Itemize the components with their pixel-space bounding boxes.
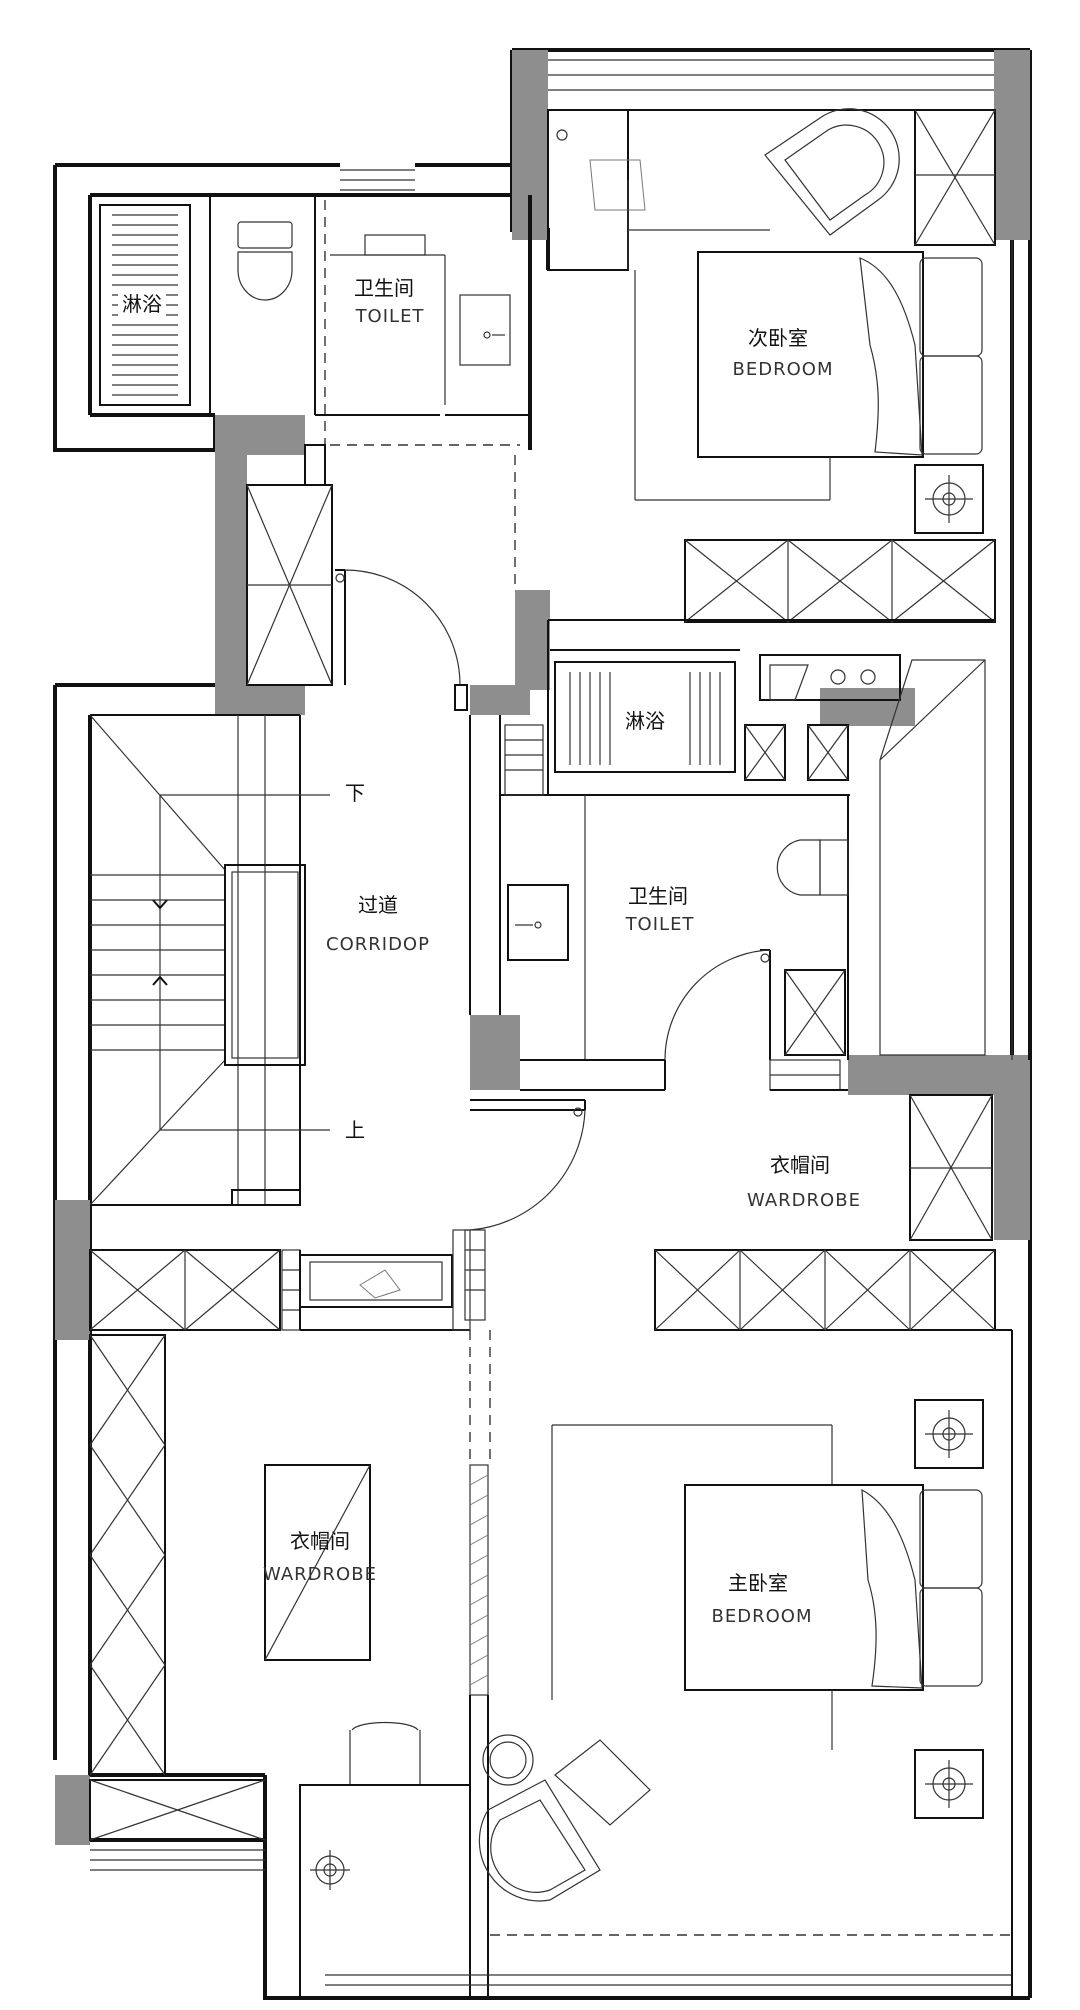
toilet-top-label-en: TOILET: [355, 306, 425, 327]
corridor-door: [464, 1099, 586, 1321]
wardrobe-left: 衣帽间 WARDROBE: [89, 1229, 491, 1999]
wardrobe-left-label-zh: 衣帽间: [290, 1529, 350, 1553]
wardrobe-left-label-en: WARDROBE: [263, 1564, 377, 1585]
second-bedroom-label-zh: 次卧室: [748, 326, 808, 350]
wardrobe-right: 衣帽间 WARDROBE: [654, 1094, 996, 1331]
mid-shower-lines: [569, 672, 721, 765]
second-bedroom-label-en: BEDROOM: [733, 359, 834, 380]
corridor-upper: [246, 484, 468, 711]
outer-walls: [53, 48, 1032, 2000]
top-toilet: 淋浴 卫生间 TOILET: [99, 169, 532, 486]
stair-up-label: 上: [345, 1118, 365, 1142]
second-bedroom: 次卧室 BEDROOM: [514, 59, 1013, 1060]
master-bedroom-label-zh: 主卧室: [728, 1571, 788, 1595]
master-bedroom: 主卧室 BEDROOM: [325, 1329, 1013, 1998]
toilet-bowl-top: [237, 221, 293, 301]
shower-top-label: 淋浴: [122, 292, 162, 316]
stair-down-label: 下: [345, 781, 365, 805]
shower-mid-label: 淋浴: [625, 709, 665, 733]
mid-toilet: 淋浴 卫生间 TOILET: [469, 620, 986, 1091]
toilet-top-label-zh: 卫生间: [354, 276, 414, 300]
structural-columns: [55, 50, 1030, 1845]
toilet-mid-label-zh: 卫生间: [628, 884, 688, 908]
toilet-mid-label-en: TOILET: [625, 914, 695, 935]
corridor-label-zh: 过道: [358, 893, 398, 917]
corridor-label-en: CORRIDOP: [326, 934, 430, 955]
master-bedroom-label-en: BEDROOM: [712, 1606, 813, 1627]
staircase: 下 上: [89, 714, 365, 1206]
wardrobe-right-label-zh: 衣帽间: [770, 1153, 830, 1177]
wardrobe-right-label-en: WARDROBE: [747, 1190, 861, 1211]
